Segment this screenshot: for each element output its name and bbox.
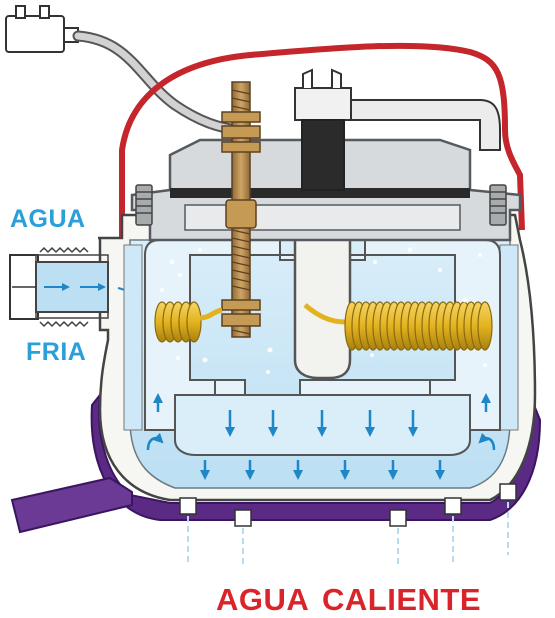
center-divider (293, 238, 352, 380)
hot-water-label-left: AGUA (216, 582, 310, 617)
outlet-nozzles (179, 483, 517, 527)
hot-water-label-right: CALIENTE (322, 582, 481, 617)
water-bubbles (160, 247, 487, 374)
housing-screws (135, 184, 507, 226)
arrow-icon (146, 393, 496, 480)
purple-outlet-pipe (10, 476, 133, 534)
heating-coil-right (303, 301, 493, 351)
right-channel (499, 244, 519, 431)
threaded-rod (221, 81, 261, 338)
cold-water-label-bottom: FRIA (26, 338, 87, 366)
plug-icon (5, 5, 79, 53)
hot-water-streams (187, 502, 509, 565)
cold-water-label-top: AGUA (10, 205, 86, 233)
switch-mechanism (294, 68, 501, 191)
diaphragm-plate (170, 188, 470, 198)
cold-inlet (9, 246, 109, 328)
red-cover-outline (119, 42, 525, 238)
left-channel (123, 244, 143, 431)
heating-coil-left (154, 301, 223, 343)
